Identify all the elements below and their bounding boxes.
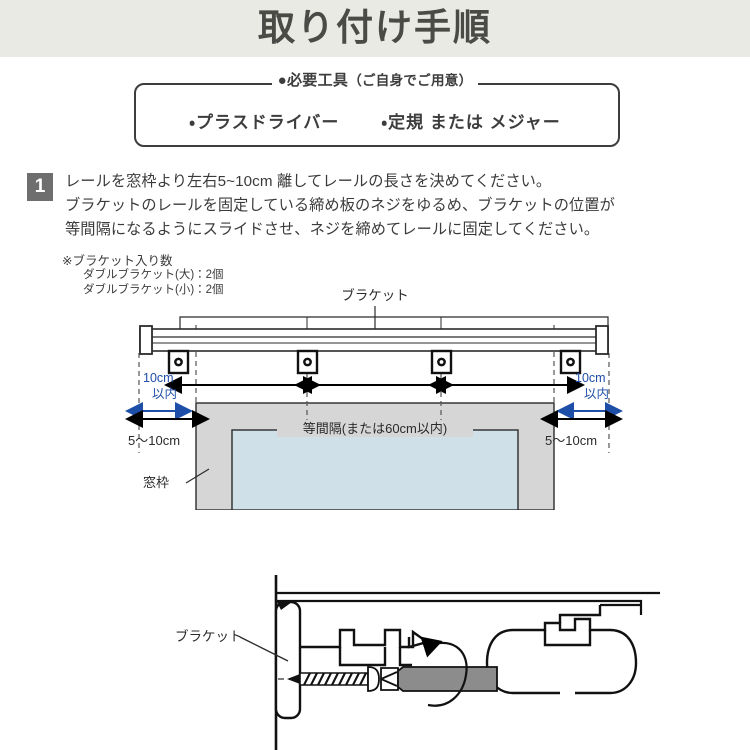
left-offset-label: 5～10cm (128, 433, 180, 448)
step-1-line-1: レールを窓枠より左右5~10cm 離してレールの長さを決めてください。 (65, 173, 552, 190)
right-margin-callout: 10cm 以内 (556, 371, 623, 420)
bracket-mount-diagram: ブラケット (0, 575, 750, 750)
window-frame-group (195, 402, 555, 510)
svg-text:以内: 以内 (584, 387, 609, 401)
spacing-label-bg (277, 420, 473, 437)
window-frame-leader (185, 468, 210, 484)
step-1-text: レールを窓枠より左右5~10cm 離してレールの長さを決めてください。 ブラケッ… (65, 170, 735, 242)
header-band (0, 0, 750, 57)
screwdriver-tool (380, 666, 498, 692)
required-tools-label: 必要工具 (286, 71, 349, 89)
curtain-rail (139, 316, 609, 355)
bracket-arm (299, 628, 430, 667)
step-1-badge: 1 (27, 173, 53, 201)
window-frame-label: 窓枠 (143, 475, 169, 490)
step-1-line-2: ブラケットのレールを固定している締め板のネジをゆるめ、ブラケットの位置が (65, 197, 615, 214)
rail-top-plate (277, 591, 660, 615)
required-tools-note: （ご自身でご用意） (348, 72, 473, 88)
left-margin-callout: 10cm 以内 (125, 371, 193, 420)
svg-text:以内: 以内 (152, 387, 177, 401)
svg-text:10cm: 10cm (143, 371, 174, 385)
bracket-callout-leader-2 (239, 636, 289, 662)
right-offset-label: 5～10cm (545, 433, 597, 448)
bullet-icon: ● (277, 71, 287, 89)
tool-item-screwdriver: ・プラスドライバー (189, 112, 340, 132)
rail-cross-section (485, 605, 638, 695)
bracket-count-note-list: ダブルブラケット(大)：2個 ダブルブラケット(小)：2個 (83, 268, 224, 298)
required-tools-items: ・プラスドライバー ・定規 または メジャー (134, 100, 616, 140)
svg-text:10cm: 10cm (575, 371, 606, 385)
rail-placement-diagram: ブラケット 10cm 以内 10cm 以内 5～10cm 5～10cm 等間隔(… (0, 285, 750, 510)
spacing-label: 等間隔(または60cm以内) (303, 421, 447, 436)
bracket-callout-label: ブラケット (341, 287, 409, 303)
bracket-wall-plate (274, 600, 302, 720)
step-1-line-3: 等間隔になるようにスライドさせ、ネジを締めてレールに固定してください。 (65, 221, 600, 238)
tool-item-ruler: ・定規 または メジャー (381, 112, 561, 132)
required-tools-legend: ●必要工具（ご自身でご用意） (134, 68, 616, 90)
bracket-count-small: ダブルブラケット(小)：2個 (83, 284, 224, 296)
mounting-screw (287, 666, 380, 692)
bracket-count-large: ダブルブラケット(大)：2個 (83, 269, 224, 281)
bracket-markers (167, 349, 582, 375)
bracket-count-note-title: ※ブラケット入り数 (62, 254, 173, 268)
bracket-callout-label-2: ブラケット (175, 628, 243, 644)
rotation-arrow (420, 636, 468, 707)
page-title: 取り付け手順 (258, 7, 492, 48)
